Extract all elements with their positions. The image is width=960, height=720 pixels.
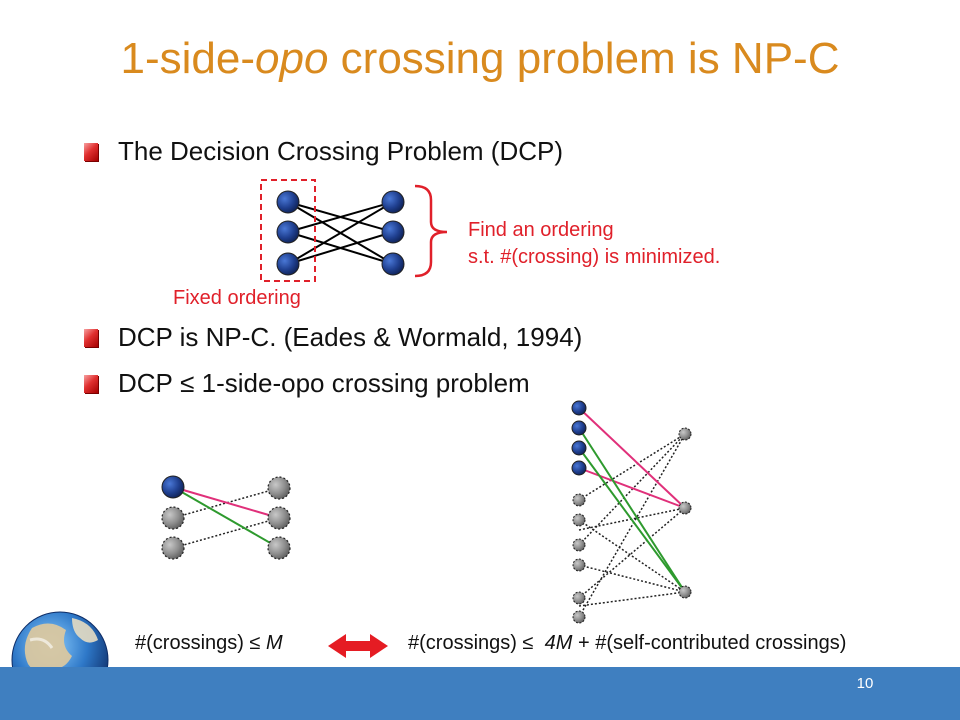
- caption-right: #(crossings) ≤ 4M + #(self-contributed c…: [408, 632, 846, 655]
- gray-node: [267, 536, 291, 560]
- gray-node: [267, 476, 291, 500]
- page-number: 10: [856, 675, 874, 692]
- pink-edge: [578, 467, 686, 509]
- bullet-reduction-suffix: 1-side-opo crossing problem: [201, 368, 530, 398]
- bullet-np-complete: DCP is NP-C. (Eades & Wormald, 1994): [84, 322, 582, 353]
- dcp-edges: [287, 201, 394, 265]
- leq-symbol: ≤: [522, 632, 534, 654]
- dotted-edge: [578, 591, 686, 607]
- green-edge: [172, 486, 280, 549]
- red-square-bullet-icon: [84, 328, 98, 347]
- blue-node: [571, 420, 587, 436]
- dcp-edge: [287, 201, 394, 233]
- title-italic: opo: [255, 34, 329, 83]
- gray-node: [267, 506, 291, 530]
- bullet-dcp-text: The Decision Crossing Problem (DCP): [118, 136, 564, 166]
- dcp-left-node: [276, 220, 300, 244]
- double-arrow-icon: [328, 634, 388, 658]
- caption-left-prefix: #(crossings): [135, 632, 244, 654]
- dcp-left-node: [276, 252, 300, 276]
- fixed-ordering-box: [260, 179, 316, 282]
- large-graph: [571, 400, 692, 624]
- pink-edge: [172, 486, 280, 519]
- footer-bar: [0, 667, 960, 720]
- caption-right-suffix: + #(self-contributed crossings): [577, 632, 847, 654]
- ordering-annotation: Find an ordering s.t. #(crossing) is min…: [468, 217, 720, 271]
- gray-node: [161, 536, 185, 560]
- dcp-left-node: [276, 190, 300, 214]
- fixed-ordering-label: Fixed ordering: [173, 287, 301, 309]
- dcp-right-node: [381, 220, 405, 244]
- gray-node: [572, 558, 586, 572]
- blue-node: [571, 460, 587, 476]
- leq-symbol: ≤: [180, 368, 195, 398]
- dotted-edge: [172, 517, 280, 549]
- slide-title: 1-side-opo crossing problem is NP-C: [0, 34, 960, 84]
- caption-right-prefix: #(crossings): [408, 632, 517, 654]
- gray-node: [572, 538, 586, 552]
- green-edge: [578, 427, 686, 593]
- caption-left-var: M: [266, 632, 283, 654]
- gray-node: [678, 427, 692, 441]
- gray-node: [572, 513, 586, 527]
- ordering-annotation-line1: Find an ordering: [468, 219, 614, 241]
- green-edge: [578, 447, 686, 593]
- dotted-edge: [578, 433, 686, 546]
- title-prefix: 1-side-: [120, 34, 256, 83]
- dcp-edge: [287, 231, 394, 265]
- right-brace: [414, 184, 448, 278]
- bullet-reduction: DCP ≤ 1-side-opo crossing problem: [84, 368, 530, 399]
- pink-edge: [578, 407, 686, 509]
- dcp-right-node: [381, 252, 405, 276]
- title-suffix: crossing problem is NP-C: [328, 34, 840, 83]
- caption-left: #(crossings) ≤ M: [135, 632, 283, 655]
- red-square-bullet-icon: [84, 142, 98, 161]
- dotted-edge: [578, 507, 686, 599]
- bullet-reduction-prefix: DCP: [118, 368, 173, 398]
- gray-node: [161, 506, 185, 530]
- gray-node: [678, 585, 692, 599]
- gray-node: [572, 493, 586, 507]
- gray-node: [572, 591, 586, 605]
- dcp-edge: [287, 201, 394, 265]
- bullet-np-complete-text: DCP is NP-C. (Eades & Wormald, 1994): [118, 322, 583, 352]
- dotted-edge: [578, 433, 686, 618]
- blue-node: [571, 400, 587, 416]
- leq-symbol: ≤: [249, 632, 261, 654]
- red-square-bullet-icon: [84, 374, 98, 393]
- blue-node: [161, 475, 185, 499]
- gray-node: [678, 501, 692, 515]
- caption-right-var: 4M: [544, 632, 573, 654]
- bullet-dcp: The Decision Crossing Problem (DCP): [84, 136, 563, 167]
- small-graph: [161, 475, 291, 560]
- ordering-annotation-line2: s.t. #(crossing) is minimized.: [468, 246, 721, 268]
- dcp-graph: [260, 179, 448, 282]
- dcp-right-node: [381, 190, 405, 214]
- dotted-edge: [578, 433, 686, 501]
- blue-node: [571, 440, 587, 456]
- gray-node: [572, 610, 586, 624]
- dotted-edge: [578, 519, 686, 593]
